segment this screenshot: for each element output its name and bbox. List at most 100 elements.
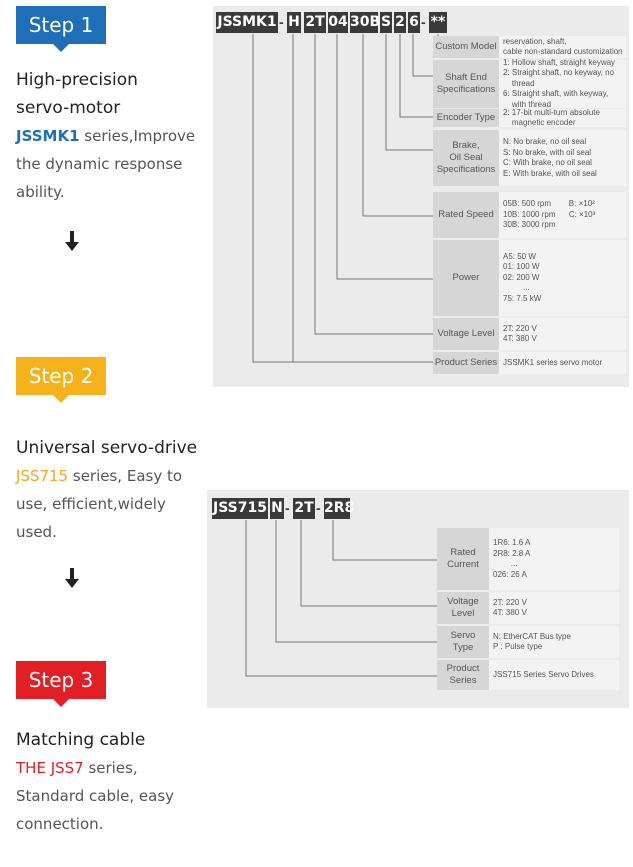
motor-code-series: JSSMK1 — [216, 12, 278, 33]
motor-row-description-line: 2: Straight shaft, no keyway, no — [503, 68, 615, 78]
motor-row-description: 2: 17-bit multi-turn absolute magnetic e… — [499, 107, 626, 127]
drive-row-label: Rated Current — [437, 528, 489, 590]
arrow-down-icon — [65, 568, 79, 588]
drive-row-label: Product Series — [437, 660, 489, 690]
motor-row-description-line: 02: 200 W — [503, 272, 540, 282]
step1-badge: Step 1 — [16, 6, 106, 52]
motor-row-description-line: ... — [503, 283, 530, 293]
motor-code-2t: 2T — [304, 12, 326, 33]
motor-code-encoder: 2 — [394, 12, 406, 33]
drive-code-series: JSS715 — [212, 498, 268, 519]
drive-row-description-line: ... — [493, 559, 518, 568]
motor-row-description: reservation, shaft,cable non-standard cu… — [499, 36, 626, 58]
step1-heading-line2: servo-motor — [16, 98, 121, 118]
drive-row-description-line: 1R6: 1.6 A — [493, 538, 531, 547]
step2-desc-l1: series, Easy to — [68, 467, 183, 485]
step1-desc-l3: ability. — [16, 183, 65, 201]
motor-row-description-line: C: With brake, no oil seal — [503, 158, 592, 167]
motor-row-description-line: 2: 17-bit multi-turn absolute — [503, 107, 600, 117]
motor-code-brake: S — [380, 12, 392, 33]
drive-row-description-line: JSS715 Series Servo Drives — [493, 669, 594, 679]
motor-row-label: Custom Model — [433, 36, 499, 58]
motor-row-description-line: 1: Hollow shaft, straight keyway — [503, 57, 616, 67]
drive-row-description-line: 4T: 380 V — [493, 608, 527, 617]
drive-row-description-line: 2R8: 2.8 A — [493, 548, 531, 558]
motor-row-description-line: 4T: 380 V — [503, 334, 537, 343]
step1-desc-l1: series,Improve — [79, 127, 196, 145]
motor-code-speed: 30B — [350, 12, 380, 33]
drive-row-description-line: 026: 26 A — [493, 569, 527, 579]
drive-row-description: JSS715 Series Servo Drives — [489, 660, 619, 690]
step2-heading: Universal servo-drive — [16, 438, 198, 458]
motor-row-description-line: S: No brake, with oil seal — [503, 147, 592, 157]
motor-code-custom: ** — [429, 12, 447, 33]
motor-row-description-line: reservation, shaft, — [503, 36, 567, 46]
motor-row-label: Rated Speed — [433, 192, 499, 238]
motor-row-description-line: 75: 7.5 kW — [503, 293, 542, 303]
motor-row-description-line: 05B: 500 rpm B: ×10² — [503, 199, 595, 209]
arrow-down-icon — [65, 231, 79, 251]
motor-row-description-line: thread — [503, 78, 535, 88]
step2-description: JSS715 series, Easy to use, efficient,wi… — [16, 462, 182, 546]
step3-desc-l3: connection. — [16, 815, 104, 833]
motor-row-label: Brake, Oil Seal Specifications — [433, 130, 499, 186]
drive-code-dash: - — [285, 500, 290, 516]
motor-row-description-line: 30B: 3000 rpm — [503, 220, 556, 230]
step2-badge: Step 2 — [16, 357, 106, 403]
drive-code-voltage: 2T — [293, 498, 315, 519]
motor-row-label: Product Series — [433, 352, 499, 374]
step3-desc-l2: Standard cable, easy — [16, 787, 175, 805]
drive-row-description-line: P : Pulse type — [493, 642, 543, 651]
motor-row-description-line: 10B: 1000 rpm C: ×10³ — [503, 209, 596, 219]
step1-desc-l2: the dynamic response — [16, 155, 183, 173]
motor-row-description-line: JSSMK1 series servo motor — [503, 357, 603, 367]
step3-description: THE JSS7 series, Standard cable, easy co… — [16, 754, 174, 838]
motor-code-voltage: H — [287, 12, 301, 33]
drive-code-current: 2R8 — [324, 498, 354, 519]
motor-row-description-line: E: With brake, with oil seal — [503, 168, 597, 178]
drive-code-dash2: - — [316, 500, 321, 516]
step1-heading-line1: High-precision — [16, 70, 138, 90]
motor-row-description-line: cable non-standard customization — [503, 47, 623, 56]
motor-code-dash: - — [279, 14, 284, 30]
motor-code-shaft: 6 — [408, 12, 420, 33]
motor-row-label: Voltage Level — [433, 318, 499, 350]
drive-code-type: N — [270, 498, 284, 519]
step1-series: JSSMK1 — [16, 127, 80, 145]
motor-row-description-line: 6: Straight shaft, with keyway, — [503, 89, 609, 99]
motor-row-description-line: A5: 50 W — [503, 251, 536, 261]
motor-code-dash2: - — [421, 14, 426, 30]
step2-desc-l3: used. — [16, 523, 57, 541]
drive-row-description-line: N: EtherCAT Bus type — [493, 631, 571, 641]
step2-series: JSS715 — [16, 467, 69, 485]
motor-row-label: Power — [433, 240, 499, 316]
motor-row-description-line: N: No brake, no oil seal — [503, 137, 587, 146]
step1-description: JSSMK1 series,Improve the dynamic respon… — [16, 122, 195, 206]
step3-heading: Matching cable — [16, 730, 146, 750]
step1-heading: High-precision servo-motor — [16, 66, 138, 122]
motor-row-description-line: magnetic encoder — [503, 118, 576, 127]
motor-row-label: Shaft End Specifications — [433, 60, 499, 108]
motor-row-description-line: 2T: 220 V — [503, 323, 537, 333]
step3-desc-l1: series, — [83, 759, 138, 777]
motor-row-description: JSSMK1 series servo motor — [499, 352, 626, 374]
drive-row-label: Servo Type — [437, 626, 489, 658]
drive-row-description-line: 2T: 220 V — [493, 597, 527, 607]
motor-row-description-line: with thread — [503, 99, 552, 109]
motor-code-power: 04 — [328, 12, 348, 33]
motor-row-description-line: 01: 100 W — [503, 262, 540, 272]
step3-series: THE JSS7 — [16, 759, 84, 777]
step3-badge: Step 3 — [16, 661, 106, 707]
motor-row-label: Encoder Type — [433, 109, 499, 127]
step2-desc-l2: use, efficient,widely — [16, 495, 166, 513]
